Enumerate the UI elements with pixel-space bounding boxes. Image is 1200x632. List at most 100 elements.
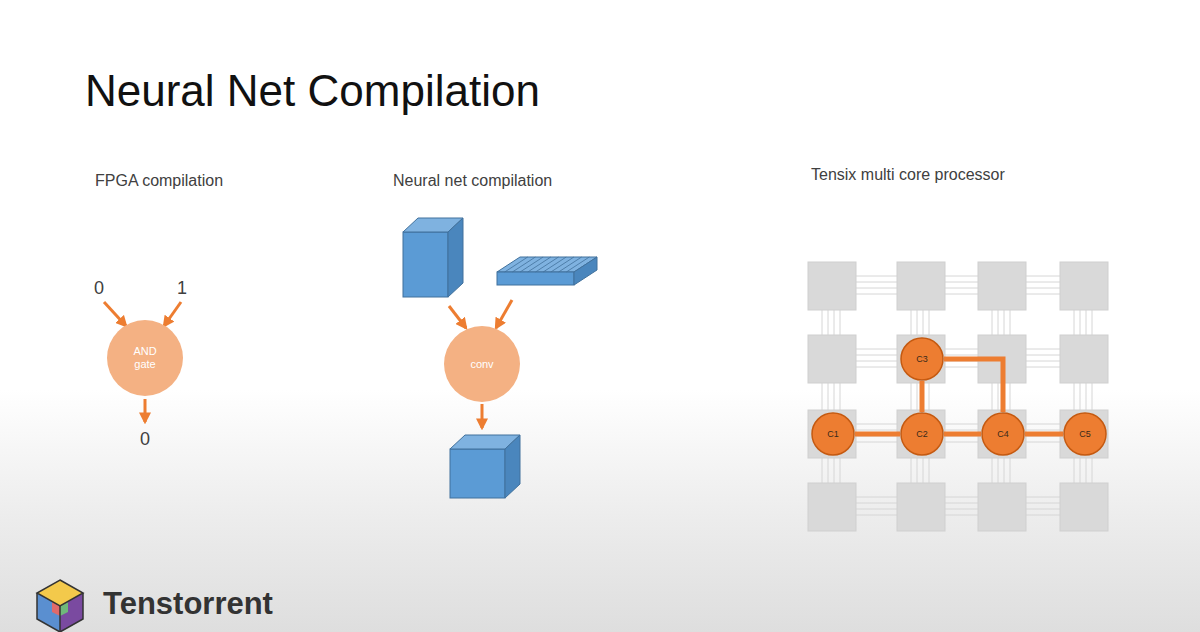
- noc-link: [1086, 383, 1087, 410]
- noc-link: [1026, 430, 1060, 431]
- noc-link: [856, 509, 897, 510]
- noc-link: [1026, 442, 1060, 443]
- noc-link: [945, 442, 978, 443]
- section-heading: FPGA compilation: [95, 172, 223, 190]
- noc-link: [1026, 294, 1060, 295]
- noc-link: [911, 383, 912, 410]
- noc-link: [1026, 349, 1060, 350]
- noc-link: [856, 294, 897, 295]
- noc-link: [1026, 276, 1060, 277]
- noc-link: [923, 458, 924, 483]
- noc-link: [822, 383, 823, 410]
- noc-link: [856, 424, 897, 425]
- noc-link: [834, 310, 835, 335]
- noc-link: [1026, 503, 1060, 504]
- noc-link: [929, 383, 930, 410]
- noc-link: [856, 430, 897, 431]
- node-text-holder: C1: [811, 412, 855, 456]
- core-tile: [978, 262, 1026, 310]
- core-node: C2: [900, 412, 944, 456]
- noc-link: [1086, 310, 1087, 335]
- node-label: C2: [916, 429, 928, 439]
- noc-link: [1026, 509, 1060, 510]
- core-node: C5: [1063, 412, 1107, 456]
- noc-link: [840, 383, 841, 410]
- noc-link: [1026, 367, 1060, 368]
- noc-link: [1080, 458, 1081, 483]
- noc-link: [856, 367, 897, 368]
- noc-link: [828, 383, 829, 410]
- noc-link: [992, 310, 993, 335]
- circle-shape: [1064, 413, 1106, 455]
- noc-link: [856, 361, 897, 362]
- noc-link: [917, 383, 918, 410]
- noc-link: [1026, 515, 1060, 516]
- noc-link: [911, 310, 912, 335]
- noc-link: [1026, 355, 1060, 356]
- node-text-holder: C4: [981, 412, 1025, 456]
- noc-link: [917, 310, 918, 335]
- noc-link: [1004, 458, 1005, 483]
- core-tile: [897, 262, 945, 310]
- slab-stripe: [566, 257, 589, 272]
- noc-link: [998, 383, 999, 410]
- noc-link: [1086, 458, 1087, 483]
- section-heading: Neural net compilation: [393, 172, 552, 190]
- core-tile: [978, 410, 1026, 458]
- node-text-holder: conv: [443, 325, 521, 403]
- noc-link: [828, 458, 829, 483]
- node-text-holder: C2: [900, 412, 944, 456]
- core-tile: [808, 410, 856, 458]
- noc-link: [1074, 383, 1075, 410]
- noc-link: [929, 458, 930, 483]
- node-label: conv: [470, 358, 493, 371]
- noc-link: [1074, 310, 1075, 335]
- slide-title: Neural Net Compilation: [85, 66, 540, 116]
- output-bit: 0: [140, 429, 150, 450]
- core-route: [1025, 432, 1063, 437]
- noc-link: [945, 355, 978, 356]
- operation-node: conv: [443, 325, 521, 403]
- core-tile: [897, 335, 945, 383]
- noc-link: [1092, 310, 1093, 335]
- circle-shape: [812, 413, 854, 455]
- noc-link: [856, 282, 897, 283]
- noc-link: [856, 442, 897, 443]
- noc-link: [1026, 424, 1060, 425]
- noc-link: [856, 355, 897, 356]
- output-tensor: [450, 435, 520, 498]
- noc-link: [1080, 310, 1081, 335]
- noc-link: [917, 458, 918, 483]
- noc-link: [840, 458, 841, 483]
- noc-link: [923, 310, 924, 335]
- node-label: C4: [997, 429, 1009, 439]
- noc-link: [856, 276, 897, 277]
- noc-link: [1074, 458, 1075, 483]
- noc-link: [1026, 361, 1060, 362]
- node-label: AND gate: [122, 345, 168, 370]
- circle-shape: [901, 338, 943, 380]
- noc-link: [1010, 310, 1011, 335]
- noc-link: [1004, 310, 1005, 335]
- circle-shape: [901, 413, 943, 455]
- noc-link: [992, 383, 993, 410]
- noc-link: [856, 497, 897, 498]
- input-bit: 0: [94, 278, 104, 299]
- core-tile: [808, 483, 856, 531]
- noc-link: [992, 458, 993, 483]
- noc-link: [945, 294, 978, 295]
- noc-link: [998, 310, 999, 335]
- noc-link: [834, 458, 835, 483]
- core-tile: [1060, 335, 1108, 383]
- core-tile: [897, 483, 945, 531]
- core-tile: [1060, 483, 1108, 531]
- noc-link: [945, 503, 978, 504]
- core-node: C4: [981, 412, 1025, 456]
- noc-link: [945, 509, 978, 510]
- node-label: C5: [1079, 429, 1091, 439]
- noc-link: [822, 458, 823, 483]
- node-text-holder: C3: [900, 337, 944, 381]
- core-tile: [808, 262, 856, 310]
- input-bit: 1: [177, 278, 187, 299]
- noc-link: [929, 310, 930, 335]
